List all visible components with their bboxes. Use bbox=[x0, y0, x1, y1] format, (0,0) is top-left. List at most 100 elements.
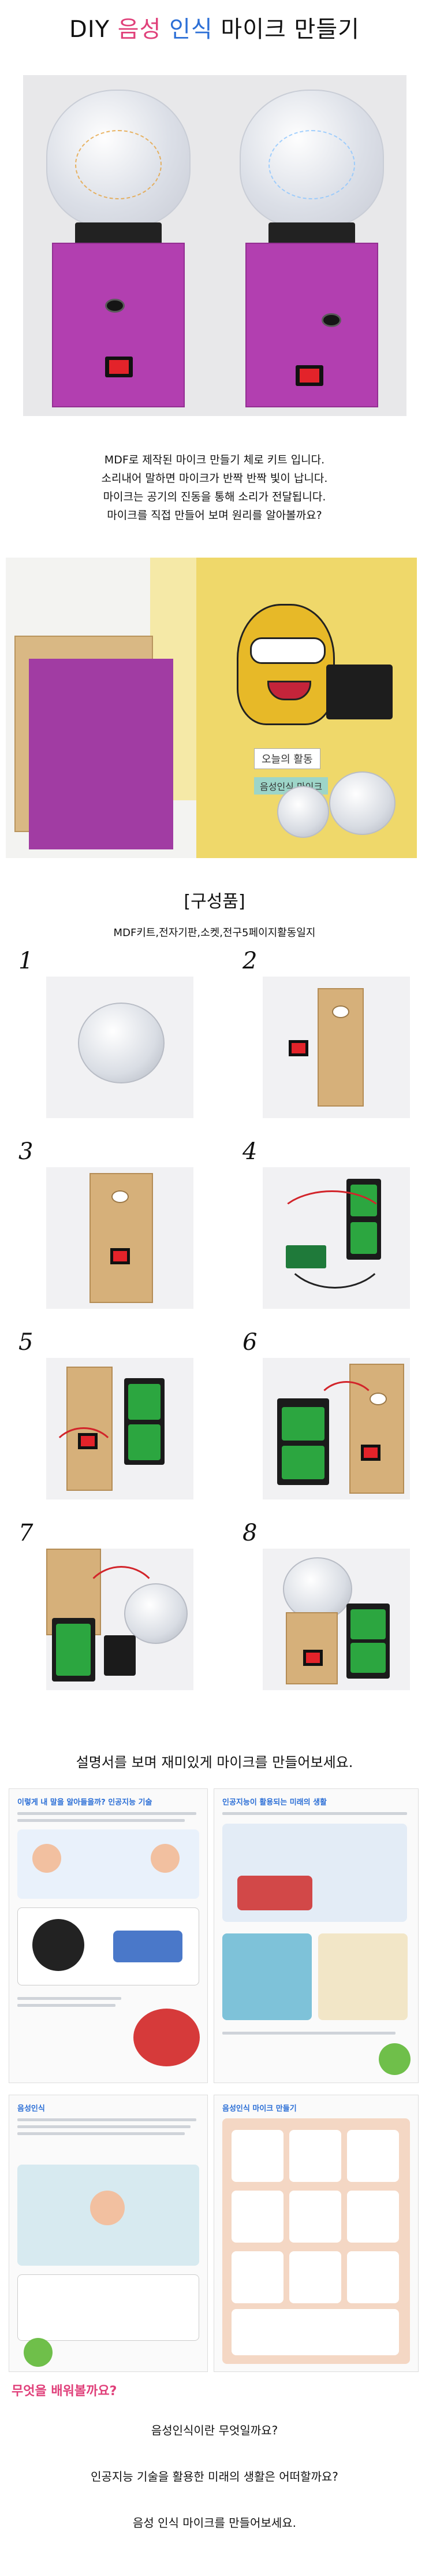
head-silhouette bbox=[32, 1919, 84, 1971]
components-heading: [구성품] bbox=[184, 892, 245, 912]
text-line bbox=[17, 2132, 185, 2135]
activity-label: 오늘의 활동 bbox=[254, 748, 320, 769]
step-number: 1 bbox=[18, 948, 33, 974]
battery-holder bbox=[326, 665, 393, 719]
components-list: MDF키트,전자기판,소켓,전구5페이지활동일지 bbox=[113, 927, 316, 939]
book-page-3: 음성인식 bbox=[9, 2095, 208, 2372]
text-line bbox=[17, 2125, 191, 2128]
questions-heading: 무엇을 배워볼까요? bbox=[12, 2384, 117, 2399]
question-item: 인공지능 기술을 활용한 미래의 생활은 어떠할까요? bbox=[91, 2470, 338, 2484]
power-switch bbox=[110, 1248, 130, 1264]
power-switch bbox=[361, 1445, 380, 1461]
page-title: DIY 음성 인식 마이크 만들기 bbox=[0, 10, 429, 44]
step-number: 5 bbox=[18, 1329, 33, 1356]
text-line bbox=[17, 2004, 115, 2007]
title-suffix: 마이크 만들기 bbox=[212, 16, 360, 43]
robot-illustration bbox=[222, 1933, 312, 2020]
step-1-photo bbox=[46, 977, 193, 1118]
led-wire bbox=[268, 130, 355, 199]
purple-box bbox=[245, 243, 378, 407]
glass-bulb bbox=[78, 1003, 165, 1083]
mascot-icon bbox=[379, 2043, 411, 2075]
question-item: 음성인식이란 무엇일까요? bbox=[151, 2423, 278, 2437]
step-2-photo bbox=[263, 977, 410, 1118]
kit-contents-photo: 오늘의 활동 음성인식 마이크 bbox=[6, 558, 417, 858]
question-item: 음성 인식 마이크를 만들어보세요. bbox=[132, 2516, 297, 2530]
step-number: 4 bbox=[243, 1138, 258, 1165]
step-thumb bbox=[347, 2130, 399, 2182]
microphone-lamp-left bbox=[35, 84, 202, 407]
mic-hole bbox=[111, 1190, 129, 1203]
person-illustration bbox=[151, 1844, 180, 1873]
glass-bulb bbox=[329, 771, 396, 835]
bulb-cap bbox=[268, 222, 355, 246]
step-3-photo bbox=[46, 1167, 193, 1309]
step-thumb bbox=[232, 2130, 283, 2182]
black-wire bbox=[280, 1202, 390, 1289]
description-line: 마이크는 공기의 진동을 통해 소리가 전달됩니다. bbox=[103, 491, 326, 503]
hero-product-photo bbox=[23, 75, 406, 416]
mouth-illustration bbox=[133, 2009, 200, 2066]
book-page-heading: 인공지능이 활용되는 미래의 생활 bbox=[222, 1798, 327, 1807]
red-wire bbox=[315, 1381, 378, 1439]
mic-hole bbox=[322, 313, 341, 327]
book-page-heading: 음성인식 bbox=[17, 2104, 45, 2113]
red-wire bbox=[81, 1566, 162, 1647]
power-switch bbox=[289, 1040, 308, 1056]
mic-hole bbox=[332, 1005, 349, 1018]
description-line: 소리내어 말하면 마이크가 반짝 반짝 빛이 납니다. bbox=[101, 472, 328, 485]
text-line bbox=[17, 1812, 196, 1815]
power-switch bbox=[303, 1650, 323, 1666]
text-line bbox=[17, 1819, 185, 1822]
step-number: 6 bbox=[243, 1329, 258, 1356]
car-illustration bbox=[237, 1876, 312, 1910]
power-switch bbox=[296, 365, 323, 386]
battery-cell bbox=[128, 1424, 161, 1460]
purple-box bbox=[52, 243, 185, 407]
battery-cell bbox=[350, 1609, 386, 1639]
title-word-voice: 음성 bbox=[117, 16, 162, 43]
battery-cell bbox=[282, 1446, 324, 1479]
glass-bulb-small bbox=[277, 786, 329, 838]
battery-cell bbox=[128, 1384, 161, 1420]
bulb-cap bbox=[75, 222, 162, 246]
microphone-lamp-right bbox=[228, 84, 396, 407]
step-thumb bbox=[347, 2191, 399, 2243]
step-6-photo bbox=[263, 1358, 410, 1499]
book-page-4: 음성인식 마이크 만들기 bbox=[214, 2095, 419, 2372]
text-line bbox=[17, 2118, 196, 2121]
step-number: 3 bbox=[18, 1138, 33, 1165]
speaker-device bbox=[113, 1931, 182, 1962]
description-line: MDF로 제작된 마이크 만들기 체로 키트 입니다. bbox=[104, 454, 325, 466]
text-line bbox=[222, 2032, 396, 2035]
led-wire bbox=[75, 130, 162, 199]
writing-box bbox=[17, 2274, 199, 2341]
book-page-2: 인공지능이 활용되는 미래의 생활 bbox=[214, 1788, 419, 2083]
red-wire bbox=[274, 1190, 390, 1260]
book-page-1: 이렇게 내 말을 알아들을까? 인공지능 기술 bbox=[9, 1788, 208, 2083]
purple-sheet bbox=[29, 659, 173, 849]
product-description: MDF로 제작된 마이크 만들기 체로 키트 입니다. 소리내어 말하면 마이크… bbox=[0, 451, 429, 525]
step-thumb bbox=[289, 2191, 341, 2243]
step-thumb bbox=[347, 2251, 399, 2303]
step-4-photo bbox=[263, 1167, 410, 1309]
step-8-photo bbox=[263, 1549, 410, 1690]
robot-mascot bbox=[237, 604, 335, 725]
mascot-icon bbox=[24, 2338, 53, 2367]
glass-bulb bbox=[283, 1557, 352, 1621]
description-line: 마이크를 직접 만들어 보며 원리를 알아볼까요? bbox=[107, 509, 322, 522]
step-thumb bbox=[232, 2251, 283, 2303]
step-thumb bbox=[232, 2309, 399, 2355]
closing-message: 설명서를 보며 재미있게 마이크를 만들어보세요. bbox=[76, 1754, 353, 1770]
step-thumb bbox=[232, 2191, 283, 2243]
book-page-heading: 이렇게 내 말을 알아들을까? 인공지능 기술 bbox=[17, 1798, 152, 1807]
mic-hole bbox=[105, 299, 125, 313]
text-line bbox=[222, 1812, 407, 1815]
mdf-panel bbox=[286, 1612, 338, 1684]
red-wire bbox=[49, 1427, 118, 1491]
step-7-photo bbox=[46, 1549, 193, 1690]
step-thumb bbox=[289, 2251, 341, 2303]
step-number: 7 bbox=[18, 1520, 33, 1546]
battery-cell bbox=[350, 1643, 386, 1673]
